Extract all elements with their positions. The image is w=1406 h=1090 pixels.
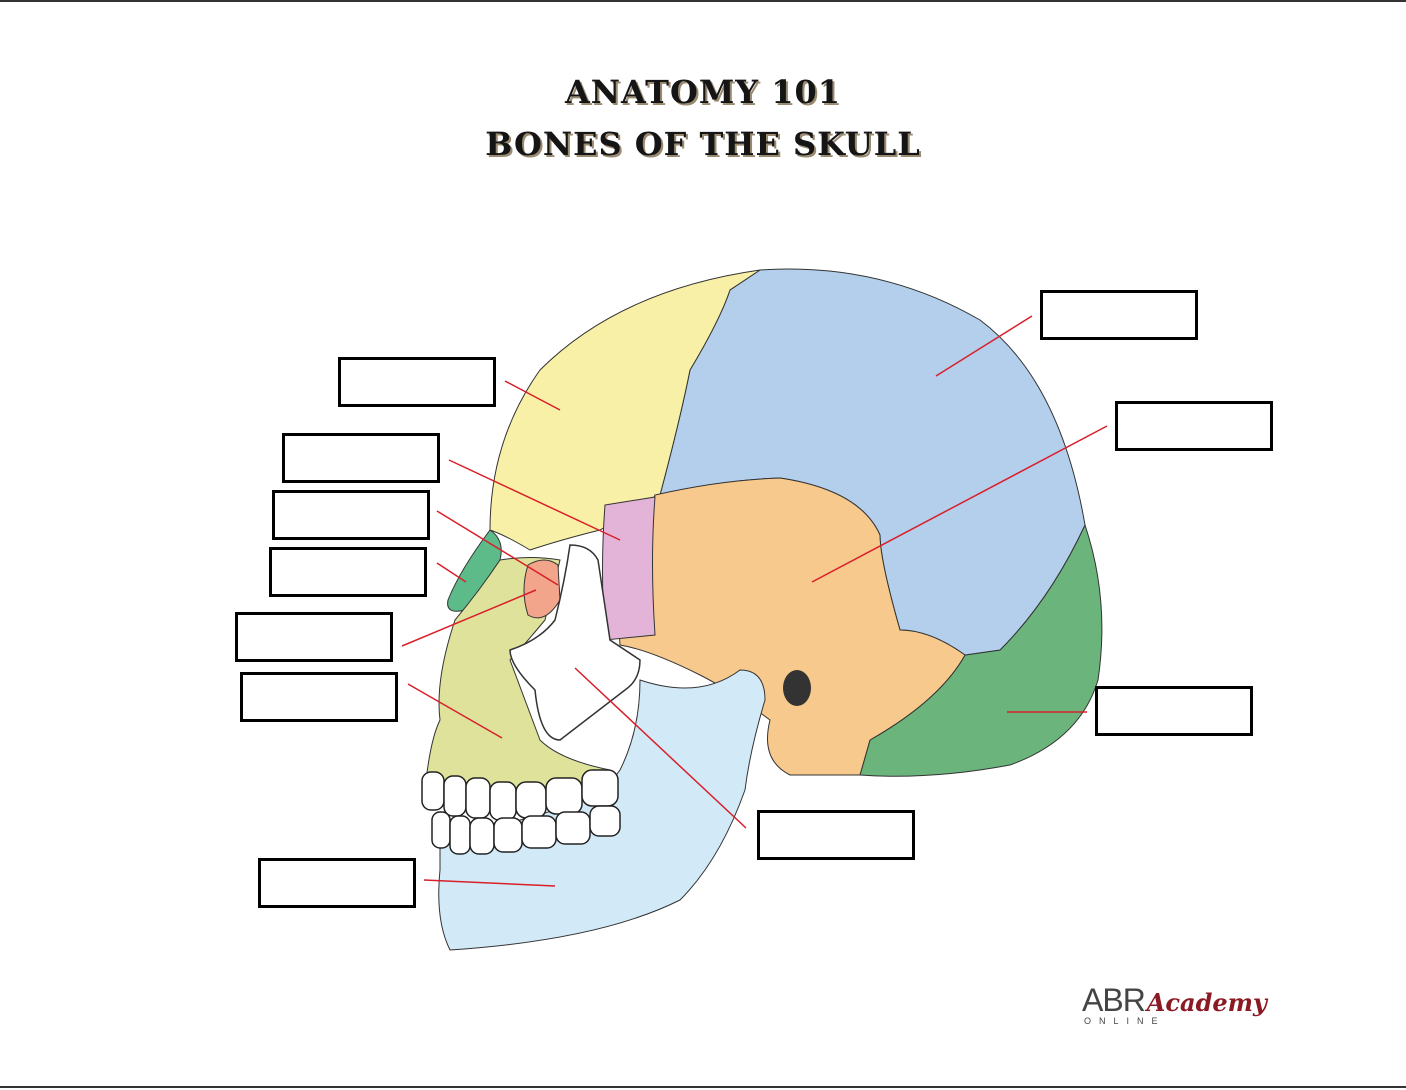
leader-line-nasal: [436, 562, 467, 583]
leader-line-sphenoid: [448, 459, 621, 541]
leader-line-ethmoid: [436, 510, 559, 586]
logo-abr-text: ABR: [1082, 982, 1146, 1018]
logo-online-text: ONLINE: [1084, 1016, 1166, 1026]
leader-line-frontal: [504, 380, 561, 411]
logo-academy-text: Academy: [1146, 988, 1267, 1017]
label-box-temporal[interactable]: [1115, 401, 1273, 451]
leader-line-temporal: [811, 425, 1108, 583]
label-box-zygomatic[interactable]: [757, 810, 915, 860]
leader-line-parietal: [935, 315, 1033, 377]
label-box-maxilla[interactable]: [240, 672, 398, 722]
leader-line-zygomatic: [574, 667, 747, 829]
leader-lines: [401, 315, 1108, 887]
temporal-bone: [618, 477, 966, 776]
sphenoid-bone: [602, 496, 656, 641]
teeth: [421, 769, 621, 855]
label-box-lacrimal[interactable]: [235, 612, 393, 662]
lacrimal-bone: [523, 559, 561, 619]
title-line-2: BONES OF THE SKULL: [485, 125, 921, 163]
leader-line-lacrimal: [401, 589, 537, 647]
label-box-nasal[interactable]: [269, 547, 427, 597]
logo-wordmark-row: ABR Academy: [1082, 982, 1302, 1018]
abr-academy-logo: ABR Academy ONLINE: [1082, 984, 1302, 1027]
label-box-frontal[interactable]: [338, 357, 496, 407]
frontal-bone: [489, 269, 761, 551]
label-box-sphenoid[interactable]: [282, 433, 440, 483]
ear-canal: [783, 670, 811, 706]
label-box-parietal[interactable]: [1040, 290, 1198, 340]
page-border-bottom: [0, 1086, 1406, 1088]
leader-line-maxilla: [407, 683, 503, 739]
label-box-occipital[interactable]: [1095, 686, 1253, 736]
zygomatic-bone: [509, 544, 641, 741]
page-border-top: [0, 0, 1406, 2]
leader-line-mandible: [423, 879, 556, 887]
title-line-1: ANATOMY 101: [564, 73, 842, 111]
label-box-ethmoid[interactable]: [272, 490, 430, 540]
label-box-mandible[interactable]: [258, 858, 416, 908]
